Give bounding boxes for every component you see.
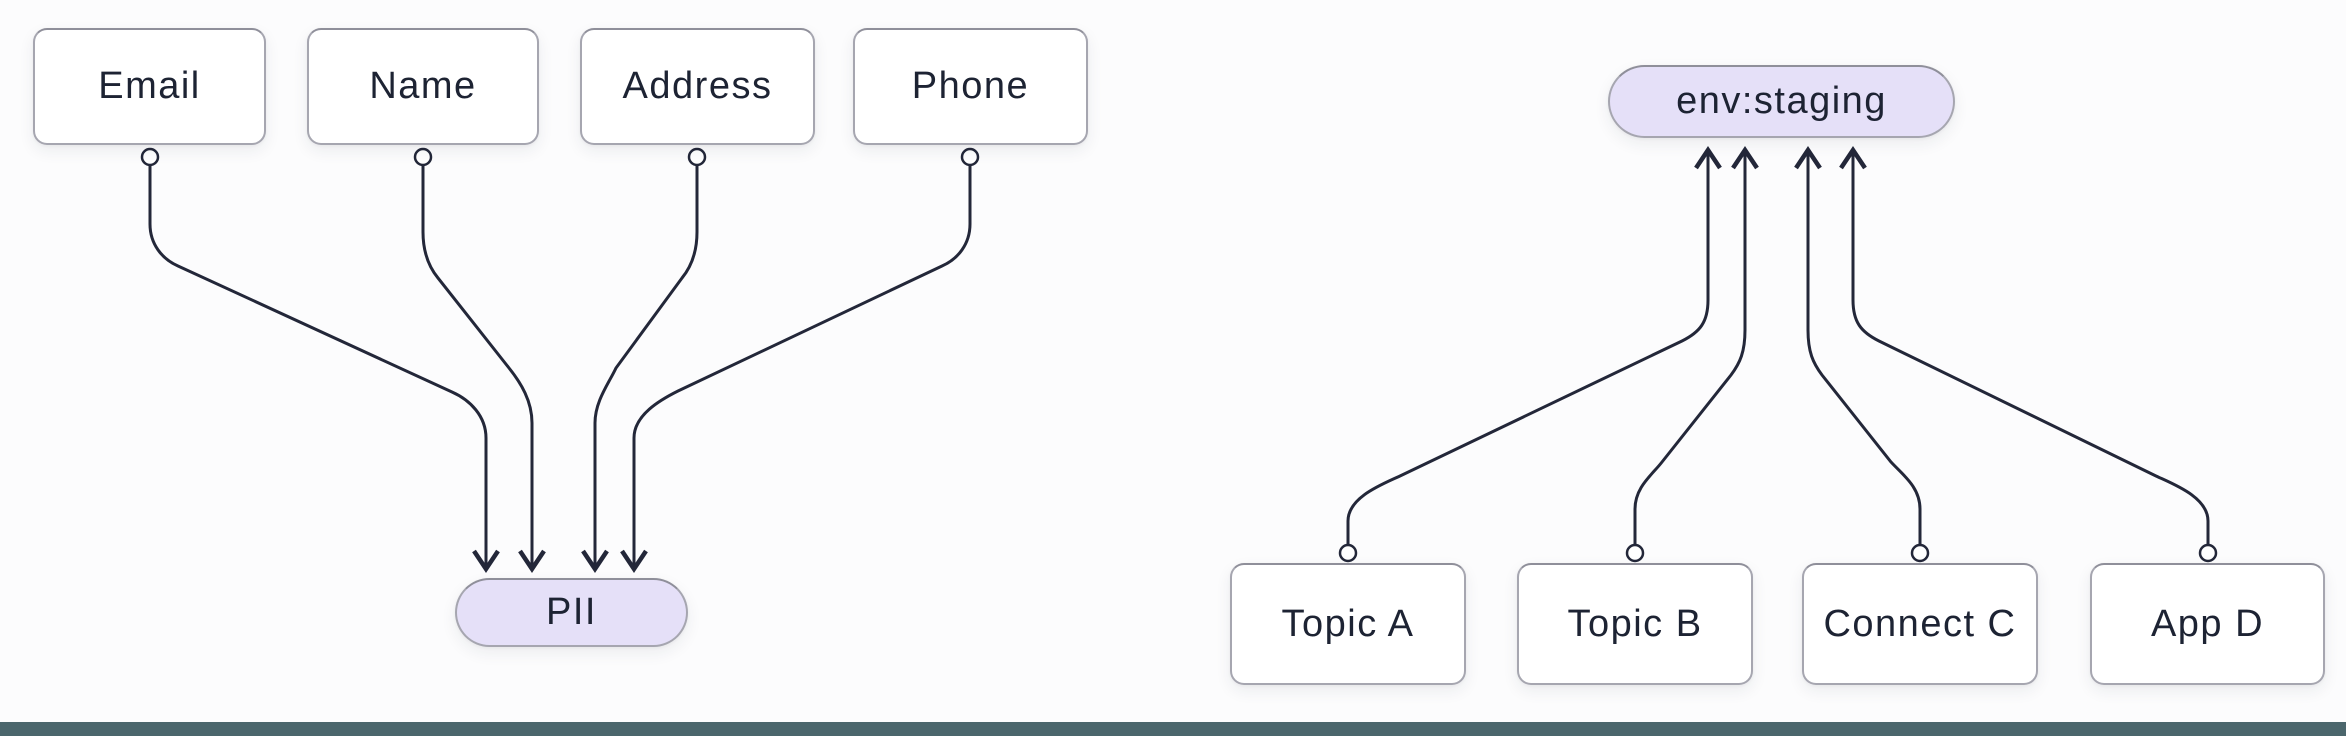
port-connect-c-top[interactable] [1910, 543, 1930, 563]
arrow-up-icon [1794, 145, 1822, 170]
edge-email-to-pii[interactable] [148, 165, 500, 574]
port-app-d-top[interactable] [2198, 543, 2218, 563]
edge-wire [1851, 154, 2210, 545]
edge-topic-b-to-env-staging[interactable] [1633, 145, 1759, 545]
arrow-down-icon [472, 549, 500, 574]
edge-wire [632, 165, 972, 566]
node-pii-tag[interactable]: PII [455, 578, 688, 647]
node-label: Email [98, 65, 201, 107]
port-address-bottom[interactable] [687, 147, 707, 167]
arrow-down-icon [620, 549, 648, 574]
port-email-bottom[interactable] [140, 147, 160, 167]
node-email[interactable]: Email [33, 28, 266, 145]
node-label: PII [546, 591, 597, 633]
node-app-d[interactable]: App D [2090, 563, 2325, 685]
edge-wire [1806, 154, 1922, 545]
node-address[interactable]: Address [580, 28, 815, 145]
edge-topic-a-to-env-staging[interactable] [1346, 145, 1722, 545]
node-label: App D [2150, 602, 2265, 645]
node-topic-a[interactable]: Topic A [1230, 563, 1466, 685]
port-topic-a-top[interactable] [1338, 543, 1358, 563]
arrow-up-icon [1839, 145, 1867, 170]
node-connect-c[interactable]: Connect C [1802, 563, 2038, 685]
edge-wire [148, 165, 488, 566]
node-topic-b[interactable]: Topic B [1517, 563, 1753, 685]
arrow-up-icon [1694, 145, 1722, 170]
node-label: Topic B [1567, 602, 1703, 645]
node-phone[interactable]: Phone [853, 28, 1088, 145]
node-label: Phone [911, 65, 1030, 107]
edge-wire [1633, 154, 1747, 545]
window-edge-bar [0, 722, 2346, 736]
node-env-staging-tag[interactable]: env:staging [1608, 65, 1955, 138]
edge-name-to-pii[interactable] [421, 165, 546, 574]
node-label: Address [622, 65, 773, 107]
node-label: Topic A [1281, 602, 1415, 645]
node-label: Connect C [1823, 602, 2017, 645]
port-phone-bottom[interactable] [960, 147, 980, 167]
edge-phone-to-pii[interactable] [620, 165, 972, 574]
port-name-bottom[interactable] [413, 147, 433, 167]
edge-wire [1346, 154, 1710, 545]
node-label: env:staging [1676, 80, 1887, 122]
arrow-down-icon [518, 549, 546, 574]
node-name[interactable]: Name [307, 28, 539, 145]
port-topic-b-top[interactable] [1625, 543, 1645, 563]
edge-address-to-pii[interactable] [581, 165, 699, 574]
edge-app-d-to-env-staging[interactable] [1839, 145, 2210, 545]
node-label: Name [369, 65, 477, 107]
arrow-down-icon [581, 549, 609, 574]
edge-connect-c-to-env-staging[interactable] [1794, 145, 1922, 545]
edge-wire [593, 165, 699, 566]
arrow-up-icon [1731, 145, 1759, 170]
edge-wire [421, 165, 534, 566]
